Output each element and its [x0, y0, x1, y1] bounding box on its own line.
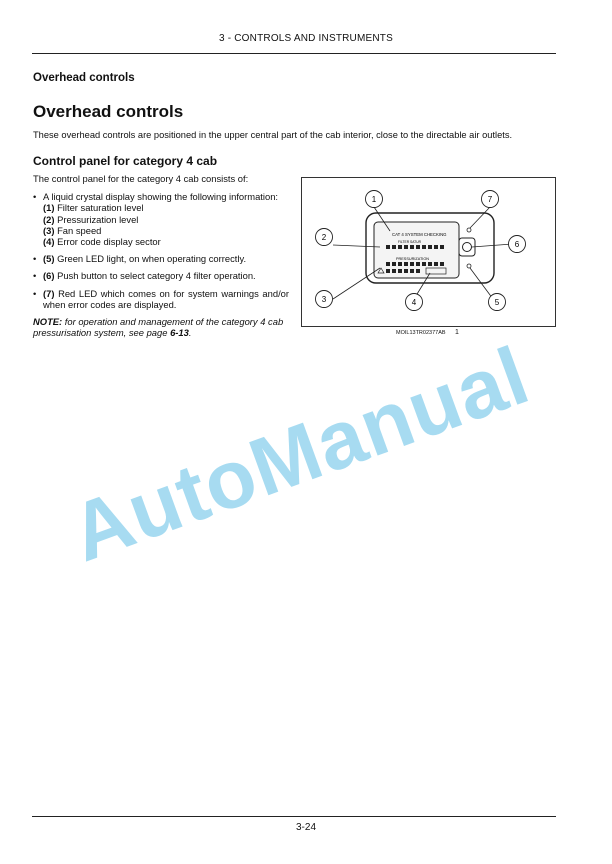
callout-6 — [508, 235, 526, 253]
list-item-green-led: (5) Green LED light, on when operating c… — [33, 253, 289, 264]
list-item: (1) Filter saturation level — [43, 202, 144, 214]
callout-4 — [405, 293, 423, 311]
lcd-line-2: FILTER SATUR — [398, 240, 422, 244]
filter-saturation-bar — [386, 245, 444, 249]
red-led — [466, 227, 472, 233]
list-item-lcd: A liquid crystal display showing the fol… — [33, 191, 289, 247]
lcd-line-1: CAT 4 SYSTEM CHECKING — [392, 232, 447, 237]
warning-icon — [377, 267, 385, 274]
page-title: Overhead controls — [33, 102, 184, 121]
note: NOTE: for operation and management of th… — [33, 316, 284, 339]
intro-paragraph: These overhead controls are positioned i… — [33, 130, 513, 140]
list-item: (4) Error code display sector — [43, 236, 161, 248]
svg-text:1: 1 — [372, 195, 377, 204]
page-header: 3 - CONTROLS AND INSTRUMENTS — [219, 33, 393, 44]
control-panel-illustration: CAT 4 SYSTEM CHECKING FILTER SATUR PRESS… — [315, 190, 526, 311]
description-column: The control panel for the category 4 cab… — [33, 173, 289, 345]
list-item: (3) Fan speed — [43, 224, 102, 236]
callouts: 1 2 3 4 5 6 7 — [315, 190, 526, 311]
svg-text:4: 4 — [412, 298, 417, 307]
page-number: 3-24 — [295, 822, 316, 833]
control-panel-figure: CAT 4 SYSTEM CHECKING FILTER SATUR PRESS… — [301, 177, 556, 327]
lcd-description: A liquid crystal display showing the fol… — [43, 191, 279, 203]
callout-2 — [315, 228, 333, 246]
callout-7 — [481, 190, 499, 208]
svg-text:7: 7 — [488, 195, 493, 204]
green-led — [466, 263, 472, 269]
callout-3 — [315, 290, 333, 308]
page-reference[interactable]: 6-13 — [170, 327, 189, 339]
callout-5 — [488, 293, 506, 311]
svg-text:2: 2 — [322, 233, 327, 242]
figure-caption: MOIL13TR02377AB — [396, 330, 446, 336]
panel-housing — [365, 212, 495, 284]
push-button-icon — [462, 242, 472, 252]
list-item-push-button: (6) Push button to select category 4 fil… — [33, 270, 289, 281]
svg-text:5: 5 — [495, 298, 500, 307]
header-rule — [32, 53, 556, 54]
callout-1 — [365, 190, 383, 208]
watermark: AutoManual — [59, 329, 541, 580]
svg-text:3: 3 — [322, 295, 327, 304]
list-item: (2) Pressurization level — [43, 213, 139, 225]
section-label: Overhead controls — [33, 72, 135, 84]
fan-speed-bar — [386, 269, 420, 273]
note-label: NOTE: — [33, 316, 63, 328]
footer-rule — [32, 816, 556, 817]
pressurization-bar — [386, 262, 444, 266]
panel-intro: The control panel for the category 4 cab… — [33, 173, 249, 184]
list-item-red-led: (7) Red LED which comes on for system wa… — [33, 288, 289, 310]
component-list: A liquid crystal display showing the fol… — [33, 191, 289, 310]
lcd-sublist: (1) Filter saturation level (2) Pressuri… — [43, 202, 289, 247]
leader-lines — [332, 206, 513, 300]
subheading: Control panel for category 4 cab — [33, 154, 218, 168]
figure-number: 1 — [455, 329, 459, 336]
svg-text:6: 6 — [515, 240, 520, 249]
lcd-line-3: PRESSURIZATION — [396, 257, 429, 261]
error-code-sector — [425, 267, 447, 275]
